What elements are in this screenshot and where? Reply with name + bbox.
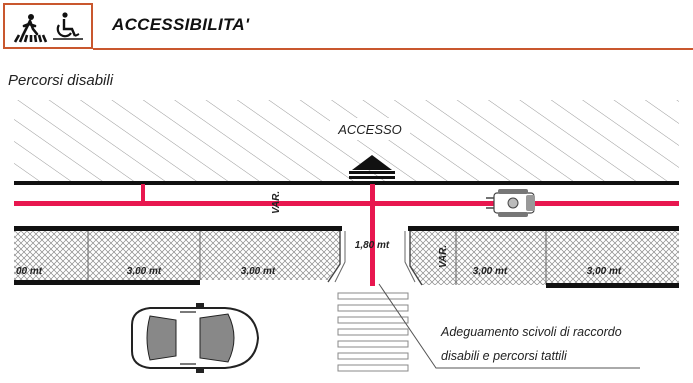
pedestrian-crossing-icon bbox=[13, 14, 48, 43]
tactile-path-vertical bbox=[370, 184, 375, 286]
parking-strip-right bbox=[410, 228, 679, 285]
icon-box bbox=[3, 3, 93, 49]
wheelchair-icon bbox=[53, 12, 83, 40]
width-label: 3,00 mt bbox=[127, 266, 162, 277]
zebra-crossing bbox=[337, 292, 409, 372]
facade-line bbox=[14, 181, 679, 185]
annotation-line-1: Adeguamento scivoli di raccordo bbox=[441, 325, 622, 339]
parking-strip-left bbox=[14, 228, 340, 280]
width-label: 3,00 mt bbox=[241, 266, 276, 277]
tactile-path-horizontal bbox=[14, 201, 679, 206]
site-plan-diagram: ACCESSO VAR. 1,80 mt VAR. 00 mt 3,00 mt … bbox=[14, 100, 679, 373]
section-subtitle: Percorsi disabili bbox=[8, 72, 114, 89]
building-area bbox=[14, 100, 679, 182]
var-label-left: VAR. bbox=[271, 191, 282, 214]
page-title: ACCESSIBILITA' bbox=[112, 15, 250, 34]
width-label: 00 mt bbox=[16, 266, 43, 277]
access-arrow-icon bbox=[352, 155, 392, 170]
tactile-path-branch bbox=[141, 184, 145, 202]
curb-edge-right bbox=[546, 283, 679, 288]
header-rule bbox=[93, 48, 693, 50]
header: ACCESSIBILITA' bbox=[0, 0, 693, 52]
annotation-line-2: disabili e percorsi tattili bbox=[441, 349, 567, 363]
width-label: 3,00 mt bbox=[473, 266, 508, 277]
gap-width-label: 1,80 mt bbox=[355, 240, 390, 251]
width-label: 3,00 mt bbox=[587, 266, 622, 277]
annotation-leader bbox=[378, 283, 640, 369]
car-topview-icon bbox=[131, 303, 260, 373]
wheelchair-topview-icon bbox=[486, 189, 535, 217]
access-label: ACCESSO bbox=[337, 122, 402, 137]
curb-edge-left bbox=[14, 280, 200, 285]
var-label-right: VAR. bbox=[438, 245, 449, 268]
